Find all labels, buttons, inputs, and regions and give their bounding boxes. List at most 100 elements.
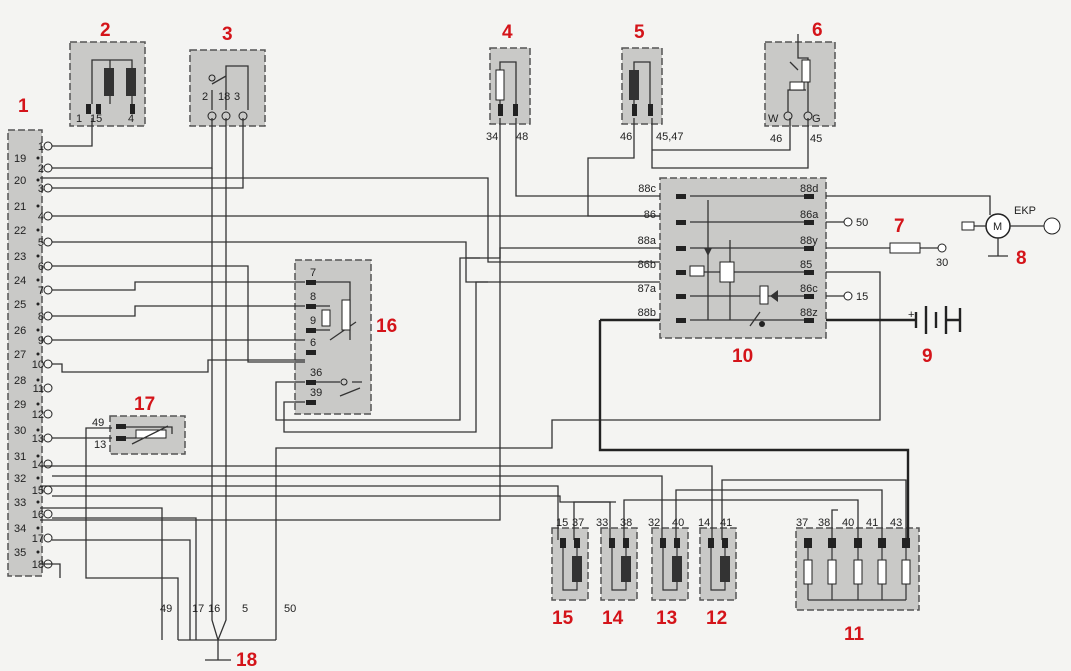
comp12-pins-0-label: 14 bbox=[698, 517, 710, 529]
component-11-resistor-3 bbox=[877, 559, 887, 585]
label-15: 15 bbox=[552, 608, 574, 629]
label-13: 13 bbox=[656, 608, 677, 629]
component-3-body bbox=[189, 49, 266, 127]
label-11: 11 bbox=[844, 624, 865, 645]
comp5-pins-0-label: 46 bbox=[620, 131, 632, 143]
component-11-pin-4 bbox=[902, 538, 910, 548]
small-relay-3-pin-a bbox=[708, 538, 714, 548]
component-5-body bbox=[621, 47, 663, 125]
label-10: 10 bbox=[732, 346, 753, 367]
relay-10-left-86b-label: 86b bbox=[638, 259, 656, 271]
connector-1-dot-35 bbox=[36, 550, 40, 554]
small-relay-3-coil bbox=[720, 556, 730, 582]
connector-1-pin-3-label: 3 bbox=[38, 183, 44, 195]
connector-1-pin-6-label: 6 bbox=[38, 261, 44, 273]
relay-10-pin-86b bbox=[676, 270, 686, 275]
component-14-body bbox=[600, 527, 638, 601]
component-17-internals bbox=[126, 425, 173, 445]
comp14-pins-1-label: 38 bbox=[620, 517, 632, 529]
connector-1-pin-10-label: 10 bbox=[32, 359, 44, 371]
connector-1-pin-20-label: 20 bbox=[14, 175, 26, 187]
fuel-pump-motor-8 bbox=[961, 213, 1061, 257]
connector-1-pin-1-label: 1 bbox=[38, 141, 44, 153]
connector-1-dot-34 bbox=[36, 526, 40, 530]
connector-1-pin-6 bbox=[43, 261, 53, 271]
comp15-pins-1-label: 37 bbox=[572, 517, 584, 529]
connector-1-pin-17 bbox=[43, 533, 53, 543]
connector-1-pin-18 bbox=[43, 559, 53, 569]
comp3-pins-0-label: 2 bbox=[202, 91, 208, 103]
relay-10-left-88b-label: 88b bbox=[638, 307, 656, 319]
terminal-50-label: 50 bbox=[856, 217, 868, 229]
relay-10-right-88d-label: 88d bbox=[800, 183, 818, 195]
terminals bbox=[36, 104, 813, 569]
relay-10-right-88z-label: 88z bbox=[800, 307, 818, 319]
connector-1-dot-33 bbox=[36, 500, 40, 504]
relay-10-right-86c-label: 86c bbox=[800, 283, 818, 295]
small-relay-0-pin-b bbox=[574, 538, 580, 548]
ground-labels-1-label: 17 bbox=[192, 603, 204, 615]
connector-1-pin-14 bbox=[43, 459, 53, 469]
label-6: 6 bbox=[812, 20, 823, 41]
connector-1-pin-28-label: 28 bbox=[14, 375, 26, 387]
connector-1-dot-29 bbox=[36, 402, 40, 406]
relay-10-body bbox=[659, 177, 827, 339]
relay-10-left-88c-label: 88c bbox=[638, 183, 656, 195]
small-relay-1-pin-a bbox=[609, 538, 615, 548]
small-relay-0-coil bbox=[572, 556, 582, 582]
comp6-pins-2-label: 46 bbox=[770, 133, 782, 145]
ground-labels-4-label: 50 bbox=[284, 603, 296, 615]
fuse-7 bbox=[889, 242, 921, 254]
connector-1-pin-19-label: 19 bbox=[14, 153, 26, 165]
comp17-pins-0-label: 49 bbox=[92, 417, 104, 429]
connector-1-pin-34-label: 34 bbox=[14, 523, 26, 535]
small-relay-2-coil bbox=[672, 556, 682, 582]
comp11-pins-3-label: 41 bbox=[866, 517, 878, 529]
connector-1-dot-20 bbox=[36, 178, 40, 182]
label-9: 9 bbox=[922, 346, 933, 367]
connector-1-pin-7 bbox=[43, 285, 53, 295]
component-16-pin-39-label: 39 bbox=[310, 387, 322, 399]
connector-1-pin-11-label: 11 bbox=[33, 383, 44, 395]
small-relay-3-pin-b bbox=[722, 538, 728, 548]
connector-1-dot-24 bbox=[36, 278, 40, 282]
label-1: 1 bbox=[18, 96, 29, 117]
connector-1-pin-5-label: 5 bbox=[38, 237, 44, 249]
relay-10-right-86a-label: 86a bbox=[800, 209, 819, 221]
connector-1-dot-30 bbox=[36, 428, 40, 432]
ekp-label: EKP bbox=[1014, 205, 1036, 217]
bold-wires bbox=[598, 318, 916, 540]
component-11-resistor-0 bbox=[803, 559, 813, 585]
connector-1-dot-31 bbox=[36, 454, 40, 458]
connector-1-dot-22 bbox=[36, 228, 40, 232]
label-14: 14 bbox=[602, 608, 624, 629]
connector-1-pin-21-label: 21 bbox=[14, 201, 26, 213]
connector-1-pin-5 bbox=[43, 237, 53, 247]
connector-1-pin-24-label: 24 bbox=[14, 275, 26, 287]
connector-1-pin-25-label: 25 bbox=[14, 299, 26, 311]
relay-10-pin-86c bbox=[804, 294, 814, 299]
comp6-pins-0-label: W bbox=[768, 113, 779, 125]
connector-1-pin-8-label: 8 bbox=[38, 311, 44, 323]
relay-10-pin-88d bbox=[804, 194, 814, 199]
relay-10-right-85-label: 85 bbox=[800, 259, 812, 271]
component-6-internals bbox=[787, 42, 811, 112]
component-3-internals bbox=[208, 65, 249, 110]
label-5: 5 bbox=[634, 22, 645, 43]
connector-1-pin-15-label: 15 bbox=[32, 485, 44, 497]
component-11-resistor-2 bbox=[853, 559, 863, 585]
connector-1-pin-9 bbox=[43, 335, 53, 345]
connector-1-pin-29-label: 29 bbox=[14, 399, 26, 411]
comp13-pins-0-label: 32 bbox=[648, 517, 660, 529]
label-16: 16 bbox=[376, 316, 397, 337]
connector-1-pin-12-label: 12 bbox=[32, 409, 44, 421]
small-relay-2-pin-a bbox=[660, 538, 666, 548]
connector-1-pin-35-label: 35 bbox=[14, 547, 26, 559]
comp15-pins-0-label: 15 bbox=[556, 517, 568, 529]
terminal-30-label: 30 bbox=[936, 257, 948, 269]
terminal-50 bbox=[843, 217, 853, 227]
comp11-pins-2-label: 40 bbox=[842, 517, 854, 529]
component-16-pin-6 bbox=[306, 350, 316, 355]
relay-10-pin-86a bbox=[804, 220, 814, 225]
